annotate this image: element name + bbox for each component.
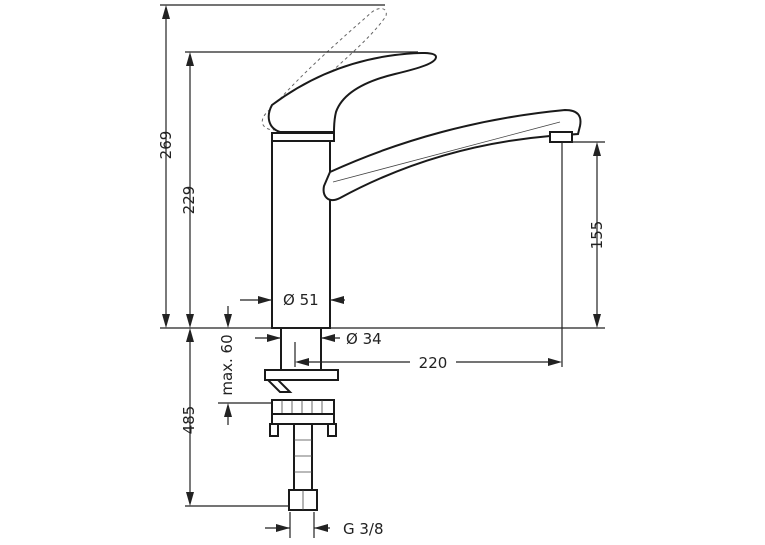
dim-reach: 220 [419, 354, 448, 372]
spout [322, 108, 582, 202]
lever-base [271, 132, 335, 142]
fixing-nut [271, 399, 335, 415]
dim-hose-length: 485 [180, 406, 198, 435]
dim-diameter-body: Ø 51 [283, 291, 319, 309]
under-counter-parts [264, 327, 339, 511]
dim-overall-height: 269 [157, 131, 175, 160]
faucet-body [267, 51, 582, 329]
dim-diameter-shank: Ø 34 [346, 330, 382, 348]
dim-connection: G 3/8 [343, 520, 384, 538]
lever-handle [267, 51, 438, 133]
lever-open-outline [261, 8, 387, 131]
dimension-lines [160, 4, 605, 538]
dim-outlet-height: 155 [588, 221, 606, 250]
aerator [549, 131, 573, 143]
hose [293, 423, 313, 493]
fixing-plate [264, 369, 339, 381]
shank [280, 327, 322, 373]
dim-max-counter: max. 60 [218, 334, 236, 395]
dim-spout-height: 229 [180, 186, 198, 215]
faucet-column [271, 140, 331, 329]
